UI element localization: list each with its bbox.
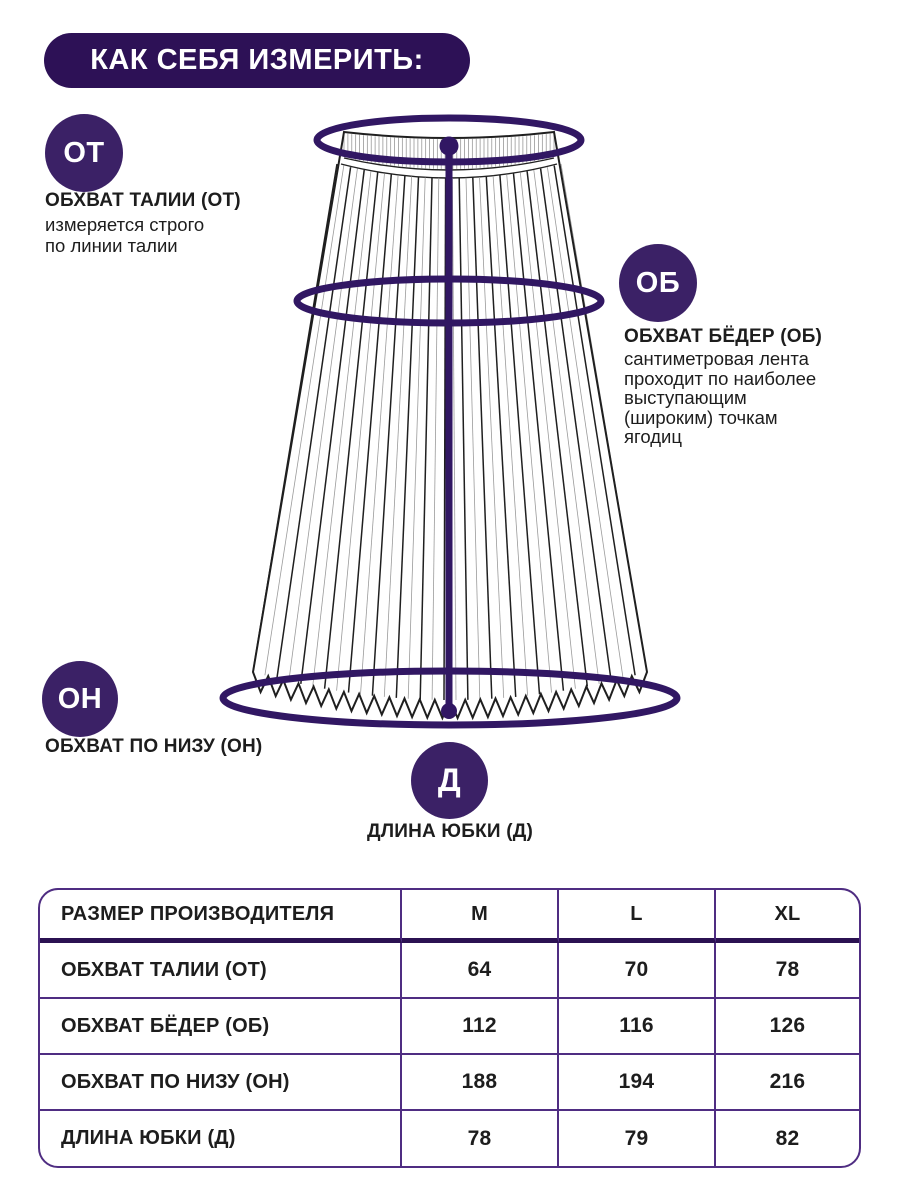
table-header-cell: РАЗМЕР ПРОИЗВОДИТЕЛЯ bbox=[40, 890, 402, 943]
table-cell-value: 188 bbox=[402, 1055, 559, 1111]
length-label: ДЛИНА ЮБКИ (Д) bbox=[366, 821, 534, 842]
table-cell-value: 70 bbox=[559, 943, 716, 999]
table-cell-value: 126 bbox=[716, 999, 859, 1055]
hem-badge-text: ОН bbox=[57, 682, 103, 715]
hips-description: сантиметровая лента проходит по наиболее… bbox=[624, 348, 817, 447]
hem-badge: ОН bbox=[42, 661, 118, 737]
length-badge: Д bbox=[411, 742, 488, 819]
hem-label: ОБХВАТ ПО НИЗУ (ОН) bbox=[45, 736, 263, 757]
length-badge-text: Д bbox=[437, 762, 462, 798]
page-title: КАК СЕБЯ ИЗМЕРИТЬ: bbox=[44, 33, 470, 88]
page-title-text: КАК СЕБЯ ИЗМЕРИТЬ: bbox=[90, 44, 424, 76]
table-cell-value: 112 bbox=[402, 999, 559, 1055]
waist-description: измеряется строго по линии талии bbox=[45, 214, 205, 256]
table-header-cell: L bbox=[559, 890, 716, 943]
table-row-label: ОБХВАТ ТАЛИИ (ОТ) bbox=[40, 943, 402, 999]
table-cell-value: 78 bbox=[716, 943, 859, 999]
table-cell-value: 78 bbox=[402, 1111, 559, 1166]
waist-badge-text: ОТ bbox=[63, 136, 105, 169]
table-header-cell: XL bbox=[716, 890, 859, 943]
hips-badge: ОБ bbox=[619, 244, 697, 322]
hips-label: ОБХВАТ БЁДЕР (ОБ) bbox=[624, 326, 823, 347]
table-cell-value: 194 bbox=[559, 1055, 716, 1111]
waist-badge: ОТ bbox=[45, 114, 123, 192]
size-table: РАЗМЕР ПРОИЗВОДИТЕЛЯ M L XL ОБХВАТ ТАЛИИ… bbox=[38, 888, 861, 1168]
table-cell-value: 216 bbox=[716, 1055, 859, 1111]
table-header-cell: M bbox=[402, 890, 559, 943]
table-cell-value: 116 bbox=[559, 999, 716, 1055]
table-cell-value: 82 bbox=[775, 1126, 800, 1150]
size-table-grid: РАЗМЕР ПРОИЗВОДИТЕЛЯ M L XL ОБХВАТ ТАЛИИ… bbox=[40, 890, 859, 1166]
table-row-label: ОБХВАТ ПО НИЗУ (ОН) bbox=[40, 1055, 402, 1111]
table-cell-value: 79 bbox=[559, 1111, 716, 1166]
table-row-label: ДЛИНА ЮБКИ (Д) bbox=[40, 1111, 402, 1166]
table-row-label: ОБХВАТ БЁДЕР (ОБ) bbox=[40, 999, 402, 1055]
hips-badge-text: ОБ bbox=[635, 266, 681, 299]
table-cell-value: 64 bbox=[402, 943, 559, 999]
waist-label: ОБХВАТ ТАЛИИ (ОТ) bbox=[45, 190, 241, 211]
